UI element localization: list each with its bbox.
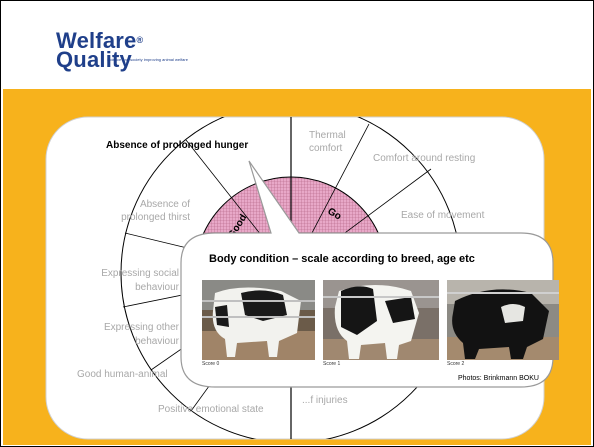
photo-score2	[447, 280, 559, 360]
label-absence-thirst-2: prolonged thirst	[121, 212, 190, 223]
photo-caption-2: Score 2	[447, 361, 465, 367]
label-thermal-1: Thermal	[309, 130, 346, 141]
label-social-1: Expressing social	[101, 268, 179, 279]
label-injuries: ...f injuries	[302, 395, 348, 406]
label-comfort-resting: Comfort around resting	[373, 153, 475, 164]
photo-caption-0: Score 0	[202, 361, 220, 367]
label-absence-thirst-1: Absence of	[140, 199, 190, 210]
callout-title: Body condition – scale according to bree…	[209, 253, 475, 265]
welfare-quality-logo: Welfare® Quality	[56, 28, 144, 72]
label-thermal-2: comfort	[309, 143, 343, 154]
label-social-2: behaviour	[135, 282, 180, 293]
photo-credit: Photos: Brinkmann BOKU	[458, 375, 539, 382]
label-absence-hunger: Absence of prolonged hunger	[106, 140, 248, 151]
label-other-2: behaviour	[135, 336, 180, 347]
slide-header: Welfare® Quality Science and society imp…	[1, 1, 593, 89]
label-human-animal: Good human-animal	[77, 369, 168, 380]
photo-score1	[323, 280, 439, 360]
logo-line1: Welfare	[56, 28, 137, 53]
logo-registered: ®	[136, 35, 144, 45]
photo-caption-1: Score 1	[323, 361, 341, 367]
label-ease-movement: Ease of movement	[401, 210, 485, 221]
logo-line2: Quality	[56, 47, 132, 72]
label-other-1: Expressing other	[104, 322, 180, 333]
photo-score0	[202, 280, 315, 360]
logo-tagline: Science and society improving animal wel…	[107, 57, 188, 62]
label-emotional: Positive emotional state	[158, 404, 264, 415]
